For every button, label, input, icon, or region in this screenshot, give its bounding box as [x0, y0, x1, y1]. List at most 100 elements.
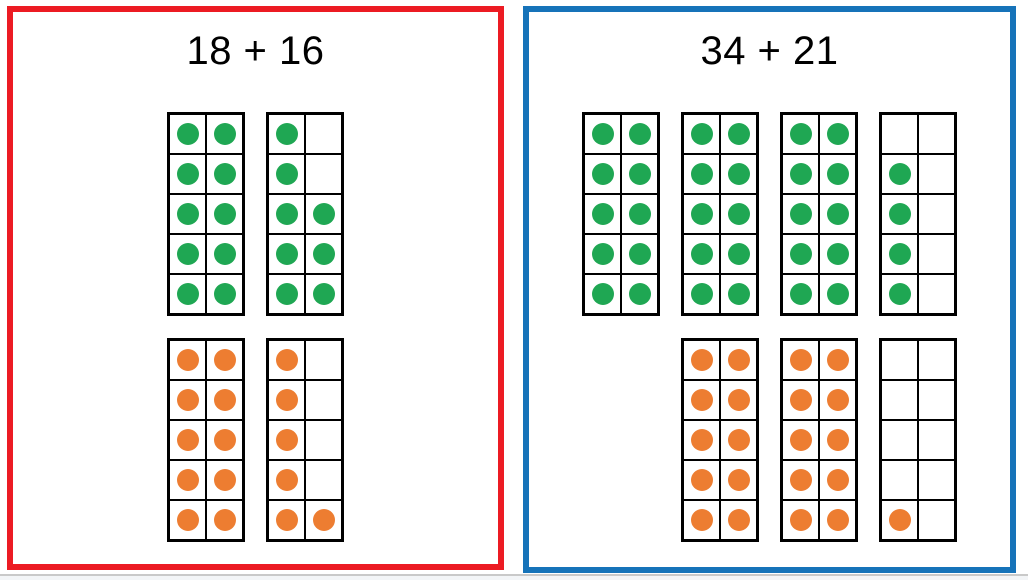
ten-frame	[780, 338, 858, 542]
counter-dot	[690, 509, 713, 531]
ten-frame-cell	[918, 154, 955, 194]
ten-frame-cell	[206, 500, 243, 540]
counter-dot	[176, 469, 199, 491]
counter-dot	[213, 163, 236, 185]
ten-frame-cell	[584, 154, 621, 194]
ten-frame-cell	[819, 380, 856, 420]
problem-panel-left: 18 + 16	[7, 6, 504, 570]
ten-frame-cell	[720, 154, 757, 194]
ten-frame-cell	[305, 234, 342, 274]
ten-frame-cell	[206, 154, 243, 194]
counter-dot	[275, 349, 298, 371]
ten-frame	[681, 112, 759, 316]
counter-dot	[275, 509, 298, 531]
counter-dot	[888, 243, 911, 265]
counter-dot	[888, 203, 911, 225]
ten-frame-cell	[720, 194, 757, 234]
ten-frame	[167, 338, 245, 542]
ten-frame	[167, 112, 245, 316]
ten-frame-cell	[782, 154, 819, 194]
ten-frame-cell	[782, 500, 819, 540]
ten-frame	[266, 338, 344, 542]
counter-dot	[628, 283, 651, 305]
counter-dot	[826, 509, 849, 531]
counter-dot	[628, 163, 651, 185]
ten-frame-cell	[206, 380, 243, 420]
ten-frame-cell	[169, 274, 206, 314]
ten-frame-cell	[621, 114, 658, 154]
ten-frame	[879, 338, 957, 542]
counter-dot	[789, 429, 812, 451]
counter-dot	[888, 163, 911, 185]
ten-frame-cell	[683, 420, 720, 460]
ten-frame	[879, 112, 957, 316]
ten-frame-cell	[683, 380, 720, 420]
counter-dot	[176, 163, 199, 185]
counter-dot	[275, 389, 298, 411]
ten-frame-cell	[268, 234, 305, 274]
counter-dot	[591, 243, 614, 265]
counter-dot	[176, 429, 199, 451]
ten-frame-cell	[621, 154, 658, 194]
ten-frame-cell	[918, 114, 955, 154]
ten-frame-cell	[819, 114, 856, 154]
counter-dot	[789, 283, 812, 305]
counter-dot	[176, 203, 199, 225]
counter-dot	[727, 163, 750, 185]
ten-frame-cell	[720, 500, 757, 540]
counter-dot	[591, 283, 614, 305]
counter-dot	[727, 469, 750, 491]
ten-frame	[582, 112, 660, 316]
counter-dot	[789, 203, 812, 225]
ten-frame-cell	[720, 114, 757, 154]
frames-stack	[582, 112, 957, 542]
addend1-ten-frames-row	[167, 112, 344, 316]
counter-dot	[789, 123, 812, 145]
counter-dot	[275, 283, 298, 305]
ten-frame-cell	[819, 274, 856, 314]
ten-frame	[681, 338, 759, 542]
counter-dot	[826, 243, 849, 265]
ten-frame-cell	[305, 460, 342, 500]
counter-dot	[690, 389, 713, 411]
counter-dot	[826, 349, 849, 371]
counter-dot	[628, 243, 651, 265]
counter-dot	[591, 203, 614, 225]
counter-dot	[213, 123, 236, 145]
ten-frame-cell	[268, 274, 305, 314]
counter-dot	[213, 243, 236, 265]
addend1-ten-frames-row	[582, 112, 957, 316]
counter-dot	[888, 509, 911, 531]
problem-title: 34 + 21	[700, 29, 839, 73]
counter-dot	[826, 283, 849, 305]
counter-dot	[275, 243, 298, 265]
counter-dot	[826, 123, 849, 145]
counter-dot	[727, 243, 750, 265]
ten-frame-cell	[268, 114, 305, 154]
ten-frame-cell	[169, 420, 206, 460]
ten-frame-cell	[268, 460, 305, 500]
counter-dot	[826, 469, 849, 491]
ten-frame-cell	[305, 340, 342, 380]
ten-frame-cell	[169, 380, 206, 420]
counter-dot	[176, 283, 199, 305]
counter-dot	[213, 389, 236, 411]
ten-frame-cell	[206, 340, 243, 380]
counter-dot	[213, 429, 236, 451]
ten-frame-cell	[683, 114, 720, 154]
counter-dot	[727, 349, 750, 371]
counter-dot	[213, 469, 236, 491]
slide-bottom-strip	[0, 576, 1028, 580]
ten-frame-cell	[819, 460, 856, 500]
counter-dot	[275, 429, 298, 451]
counter-dot	[312, 203, 335, 225]
ten-frame-cell	[881, 420, 918, 460]
ten-frame-cell	[782, 460, 819, 500]
counter-dot	[628, 203, 651, 225]
counter-dot	[591, 123, 614, 145]
ten-frame-cell	[819, 154, 856, 194]
ten-frame-cell	[720, 234, 757, 274]
counter-dot	[628, 123, 651, 145]
ten-frame-cell	[782, 340, 819, 380]
ten-frame-cell	[169, 154, 206, 194]
